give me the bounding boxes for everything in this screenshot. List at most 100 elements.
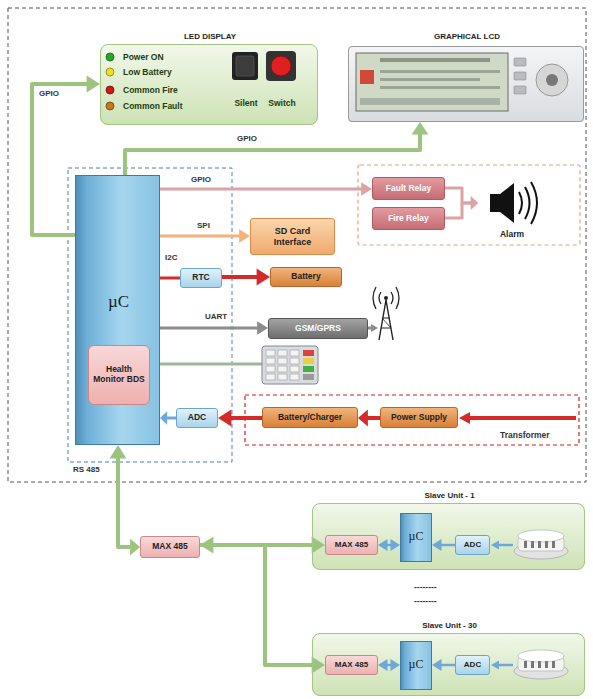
power-group-boundary — [245, 395, 579, 445]
node-label: Slave Unit - 30 — [313, 621, 586, 630]
arrow-head — [312, 657, 325, 674]
lcd-device — [360, 70, 374, 84]
arrow-head — [432, 659, 442, 671]
connector-line — [125, 131, 420, 175]
arrow-head — [312, 537, 325, 554]
signal-label: GPIO — [236, 135, 258, 144]
arrow-head — [257, 321, 268, 335]
node-label: ADC — [464, 660, 481, 669]
speaker-icon — [525, 187, 530, 219]
arrow-head — [432, 539, 442, 551]
antenna-tower — [382, 318, 391, 328]
lcd-device — [514, 58, 526, 66]
keypad-icon — [290, 366, 299, 372]
process-box: RTC — [180, 268, 222, 288]
connector-line — [118, 454, 133, 547]
signal-label: I2C — [164, 254, 178, 263]
arrow-head — [391, 659, 401, 671]
node-label: GSM/GPRS — [295, 324, 341, 334]
lcd-device — [360, 98, 500, 105]
connector — [200, 545, 325, 673]
antenna-tower — [382, 318, 390, 319]
process-box: ADC — [176, 408, 218, 428]
arrow-head — [471, 196, 478, 210]
antenna-tower — [368, 287, 399, 340]
connector — [160, 229, 250, 243]
connector-line — [160, 277, 180, 280]
system-boundary — [8, 8, 586, 482]
node-label: MAX 485 — [152, 542, 187, 552]
smoke-detector — [538, 541, 541, 548]
keypad-icon — [160, 363, 262, 366]
panel-box: Slave Unit - 1MAX 485µCADC — [312, 503, 585, 570]
lcd-device — [546, 74, 558, 86]
process-box: MAX 485 — [140, 536, 200, 558]
process-box: Power Supply — [380, 407, 458, 428]
connector-line — [445, 188, 473, 203]
panel-box: GRAPHICAL LCD — [348, 46, 584, 122]
transformer-feed — [468, 416, 576, 420]
lcd-device — [514, 72, 526, 80]
note-label: Transformer — [500, 431, 550, 440]
smoke-detector — [518, 530, 564, 542]
node-label: Alarm — [478, 230, 546, 240]
node-label: µC — [401, 530, 431, 544]
node-label: µC — [401, 658, 431, 672]
node-label: Silent — [228, 99, 264, 109]
push-button — [232, 52, 258, 80]
lcd-device — [380, 58, 490, 62]
lcd-device — [348, 46, 584, 122]
push-button — [232, 51, 296, 81]
antenna-tower — [386, 300, 393, 340]
panel-heading: LED DISPLAY — [101, 32, 319, 41]
process-box: ADC — [455, 535, 490, 555]
node-label: Common Fault — [123, 102, 183, 112]
node-label: ADC — [188, 413, 206, 423]
smoke-detector — [518, 650, 564, 662]
smoke-detector — [524, 661, 527, 668]
status-led — [106, 86, 114, 94]
arrow-head — [412, 122, 429, 135]
speaker-icon — [500, 183, 514, 223]
keypad-icon — [303, 366, 314, 372]
controller-boundary — [68, 168, 232, 462]
keypad-icon — [266, 358, 275, 364]
arrow-head — [361, 182, 372, 196]
push-button — [266, 51, 296, 81]
process-box: Battery/Charger — [262, 407, 358, 428]
relay-group-boundary — [358, 165, 580, 245]
keypad-icon — [303, 350, 314, 356]
process-box: MAX 485 — [325, 655, 378, 675]
smoke-detector — [497, 544, 513, 547]
connector — [378, 659, 400, 671]
process-box: GSM/GPRS — [268, 318, 368, 339]
connector-line — [222, 275, 261, 279]
keypad-icon — [266, 374, 275, 380]
node-label: Fault Relay — [386, 184, 431, 194]
signal-label: GPIO — [38, 90, 60, 99]
signal-label: RS 485 — [72, 466, 101, 475]
connector-line — [227, 416, 262, 420]
node-label: Common Fire — [123, 86, 178, 96]
keypad-icon — [303, 374, 314, 380]
keypad-icon — [278, 366, 287, 372]
signal-label: UART — [204, 313, 228, 322]
arrow-head — [239, 229, 250, 243]
push-button — [236, 56, 254, 76]
connector — [222, 269, 270, 286]
smoke-detector — [491, 541, 499, 550]
connector-line — [200, 545, 316, 665]
smoke-detector — [491, 530, 568, 559]
smoke-detector — [491, 661, 499, 670]
keypad-icon — [290, 350, 299, 356]
panel-box: µC — [400, 513, 432, 562]
speaker-icon — [519, 192, 522, 214]
smoke-detector — [531, 541, 534, 548]
arrow-head — [87, 76, 100, 93]
keypad-icon — [262, 346, 318, 384]
arrow-head — [378, 539, 388, 551]
node-label: GRAPHICAL LCD — [349, 32, 585, 41]
transformer-feed — [459, 412, 470, 424]
node-label: SD Card Interface — [255, 226, 330, 247]
connector-line — [160, 235, 242, 238]
